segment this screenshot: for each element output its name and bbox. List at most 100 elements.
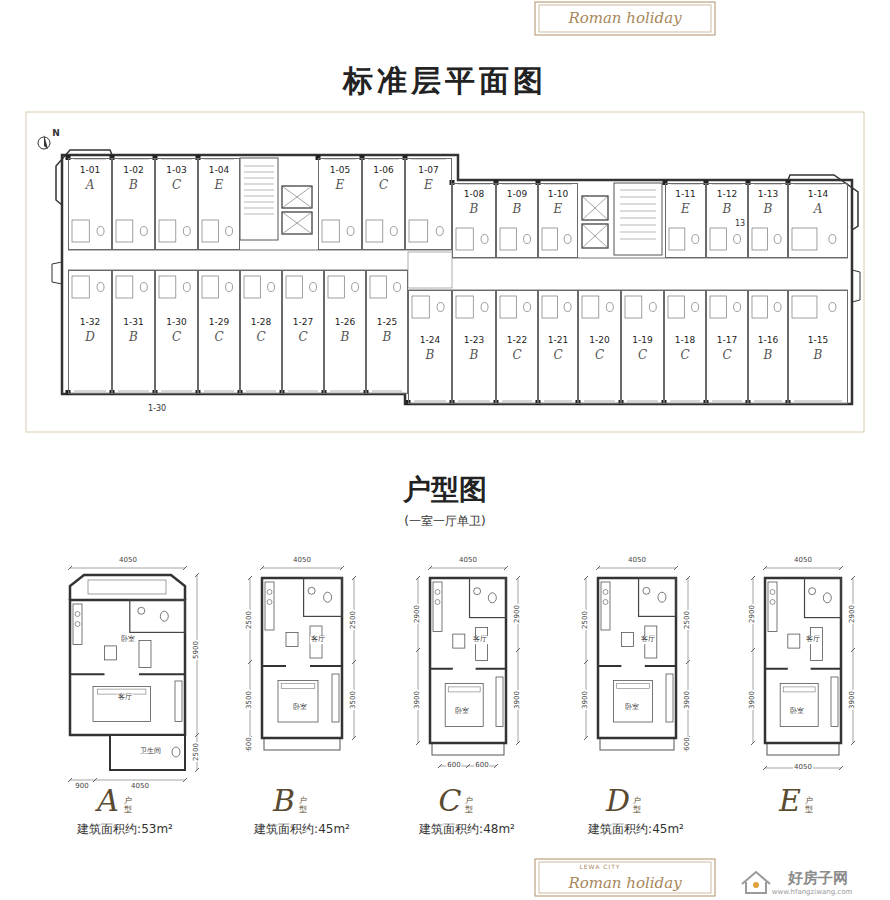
- dimension-value: 900: [74, 783, 89, 791]
- bath-fixture: [542, 228, 557, 250]
- room-unit: 1-13B: [748, 183, 788, 258]
- stair-step: [244, 166, 274, 167]
- room-unit: 1-06C: [362, 158, 405, 250]
- room-number: 1-07: [406, 165, 451, 175]
- window-line: [74, 391, 106, 392]
- room-name: 客厅: [805, 636, 821, 644]
- bath-fixture: [116, 276, 133, 298]
- room-unit: 1-04E: [198, 158, 240, 250]
- unit-type-letter: B: [453, 203, 495, 217]
- vestibule: [408, 252, 452, 288]
- wardrobe-symbol: [831, 677, 838, 727]
- dimension-value: 3900: [514, 690, 522, 710]
- toilet-symbol: [692, 235, 699, 244]
- watermark-icon: [742, 872, 770, 893]
- unit-wall: [70, 600, 185, 735]
- lift-shaft: [582, 224, 608, 248]
- stove-symbol: [603, 590, 608, 595]
- toilet-symbol: [692, 303, 699, 312]
- partition-wall: [310, 665, 342, 667]
- bath-fixture: [500, 296, 516, 318]
- table-symbol: [788, 634, 800, 648]
- room-number: 1-01: [69, 165, 111, 175]
- kitchen-counter: [433, 582, 442, 632]
- dimension-tick: [260, 566, 264, 570]
- bath-fixture: [72, 276, 89, 298]
- stair-core: [240, 158, 278, 240]
- room-number: 1-16: [749, 335, 787, 345]
- dimension-line: [250, 578, 251, 750]
- toilet-symbol: [226, 283, 233, 292]
- bathroom: [805, 578, 841, 618]
- corner-bay: [852, 270, 860, 302]
- dimension-value: 4050: [793, 764, 813, 772]
- unit-wall: [430, 578, 506, 743]
- bath-fixture: [366, 220, 383, 242]
- bath-fixture: [322, 220, 339, 242]
- toilet-symbol: [97, 227, 104, 236]
- toilet-symbol: [310, 283, 317, 292]
- bathroom: [110, 735, 185, 770]
- dimension-line: [430, 568, 506, 569]
- toilet-symbol: [481, 235, 488, 244]
- bathroom: [304, 578, 342, 616]
- room-unit: 1-23B: [452, 290, 496, 404]
- unit-letter: D: [606, 784, 630, 817]
- stair-step: [244, 184, 274, 185]
- room-unit: 1-25B: [366, 270, 408, 394]
- bath-fixture: [116, 220, 133, 242]
- room-number: 1-09: [497, 189, 537, 199]
- dimension-tick: [195, 573, 199, 577]
- room-unit: 1-29C: [198, 270, 240, 394]
- unit-type-letter: B: [749, 349, 787, 363]
- dimension-tick: [195, 733, 199, 737]
- sofa-symbol: [811, 628, 823, 661]
- dimension-line: [354, 578, 355, 738]
- bath-fixture: [792, 228, 817, 250]
- bath-fixture: [752, 228, 767, 250]
- watermark: 好房子网: [788, 870, 848, 887]
- dimension-tick: [183, 778, 187, 782]
- toilet-symbol: [324, 592, 332, 602]
- unit-suffix: 户型: [299, 797, 307, 815]
- stove-symbol: [267, 590, 272, 595]
- stove-symbol: [770, 600, 775, 605]
- dimension-value: 3500: [350, 690, 358, 710]
- partition-wall: [430, 668, 453, 670]
- dimension-tick: [352, 660, 356, 664]
- unit-type-letter: E: [666, 203, 705, 217]
- dimension-tick: [851, 648, 855, 652]
- partition-wall: [262, 665, 286, 667]
- toilet-symbol: [268, 283, 275, 292]
- dimension-line: [586, 578, 587, 738]
- room-unit: 1-18C: [664, 290, 706, 404]
- bath-fixture: [710, 228, 726, 250]
- toilet-symbol: [649, 303, 656, 312]
- dimension-tick: [428, 566, 432, 570]
- window-line: [670, 401, 700, 402]
- room-name: 卧室: [624, 704, 640, 712]
- toilet-symbol: [774, 303, 781, 312]
- window-line: [502, 401, 532, 402]
- dimension-value: 5900: [193, 640, 201, 660]
- toilet-symbol: [606, 303, 613, 312]
- room-unit: 1-15B: [788, 290, 848, 404]
- unit-suffix: 户型: [124, 797, 132, 815]
- room-number: 1-10: [539, 189, 577, 199]
- dimension-tick: [596, 566, 600, 570]
- dimension-value: 3500: [246, 690, 254, 710]
- dimension-line: [70, 568, 185, 569]
- north-label: N: [52, 129, 60, 139]
- partition-wall: [645, 665, 676, 667]
- stair-step: [620, 225, 656, 226]
- stair-step: [620, 211, 656, 212]
- room-number: 1-06: [363, 165, 404, 175]
- toilet-symbol: [436, 227, 443, 236]
- unit-type-letter: B: [453, 349, 495, 363]
- dimension-value: 2900: [514, 604, 522, 624]
- dimension-tick: [516, 741, 520, 745]
- section-subtitle: (一室一厅单卫): [404, 515, 485, 528]
- unit-type-letter: C: [156, 331, 197, 345]
- dimension-value: 2500: [350, 610, 358, 630]
- logo-frame: [539, 5, 711, 32]
